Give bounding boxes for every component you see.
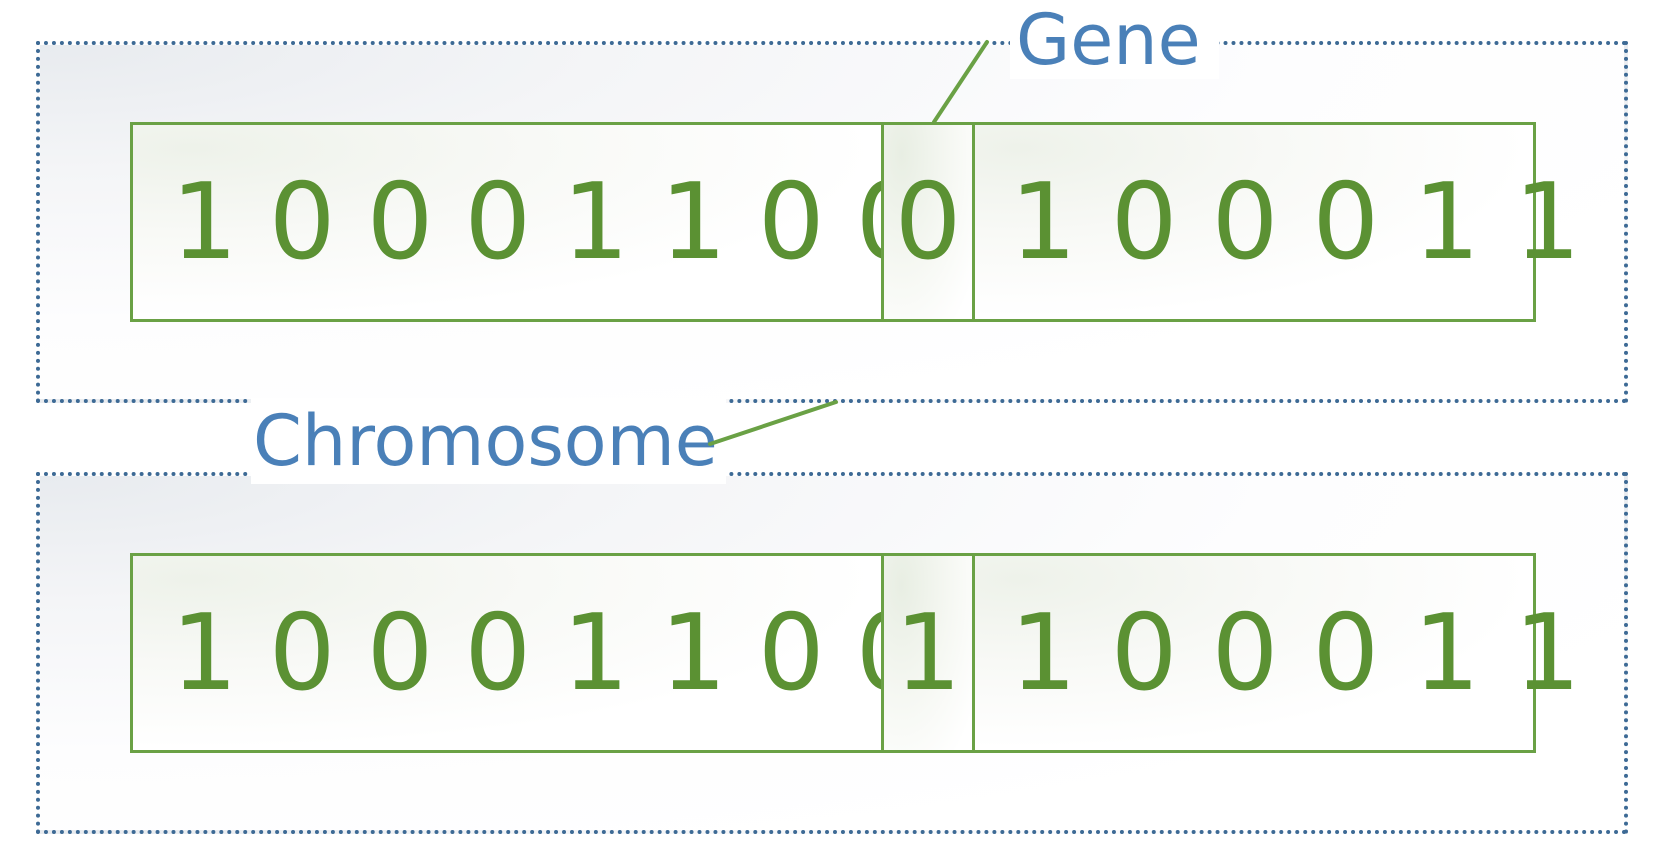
chromosome-original: 10001100 0 100011: [130, 122, 1581, 322]
gene-bit: 0: [894, 160, 962, 283]
left-bits: 10001100: [171, 591, 954, 714]
chromosome-right-segment: 100011: [975, 125, 1581, 319]
gene-bit: 1: [894, 591, 962, 714]
chromosome-mutated: 10001100 1 100011: [130, 553, 1581, 753]
chromosome-label: Chromosome: [251, 398, 726, 484]
left-bits: 10001100: [171, 160, 954, 283]
gene-cell: 1: [881, 556, 975, 750]
chromosome-left-segment: 10001100: [133, 556, 922, 750]
right-bits: 100011: [1010, 160, 1615, 283]
gene-label: Gene: [1010, 5, 1219, 79]
chromosome-left-segment: 10001100: [133, 125, 922, 319]
gene-cell: 0: [881, 125, 975, 319]
chromosome-callout-line: [708, 400, 838, 446]
right-bits: 100011: [1010, 591, 1615, 714]
chromosome-right-segment: 100011: [975, 556, 1581, 750]
